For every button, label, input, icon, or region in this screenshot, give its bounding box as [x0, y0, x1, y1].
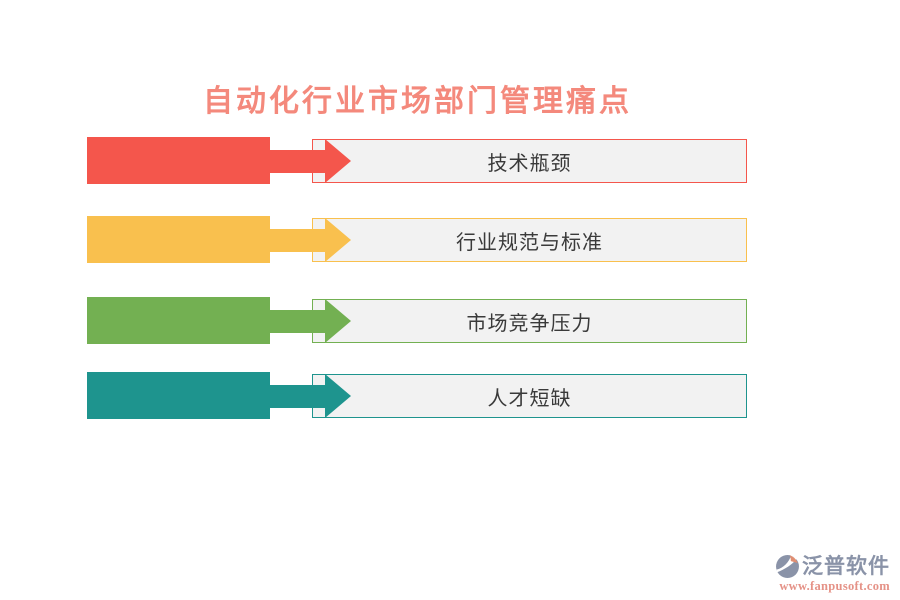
color-bar	[87, 372, 270, 419]
color-bar	[87, 216, 270, 263]
fanpu-logo-icon	[776, 554, 799, 578]
pain-point-label: 行业规范与标准	[456, 231, 603, 254]
color-bar	[87, 137, 270, 184]
pain-point-label: 市场竞争压力	[466, 312, 593, 335]
arrow-shaft	[270, 229, 326, 252]
pain-point-label: 技术瓶颈	[487, 152, 572, 175]
right-arrow-icon	[325, 218, 351, 262]
pain-point-row-3: 市场竞争压力	[87, 297, 752, 345]
arrow-shaft	[270, 310, 326, 333]
pain-point-box: 行业规范与标准	[312, 218, 747, 262]
page-title: 自动化行业市场部门管理痛点	[203, 85, 632, 118]
arrow-shaft	[270, 385, 326, 408]
brand-name: 泛普软件	[802, 553, 890, 578]
pain-point-row-4: 人才短缺	[87, 372, 752, 420]
pain-point-box: 人才短缺	[312, 374, 747, 418]
right-arrow-icon	[325, 299, 351, 343]
right-arrow-icon	[325, 139, 351, 183]
brand-url: www.fanpusoft.com	[779, 578, 890, 593]
right-arrow-icon	[325, 374, 351, 418]
pain-point-label: 人才短缺	[487, 387, 572, 410]
arrow-shaft	[270, 150, 326, 173]
pain-point-box: 技术瓶颈	[312, 139, 747, 183]
color-bar	[87, 297, 270, 344]
pain-point-row-2: 行业规范与标准	[87, 216, 752, 264]
pain-point-box: 市场竞争压力	[312, 299, 747, 343]
pain-point-row-1: 技术瓶颈	[87, 137, 752, 185]
brand-watermark: 泛普软件 www.fanpusoft.com	[775, 554, 890, 593]
